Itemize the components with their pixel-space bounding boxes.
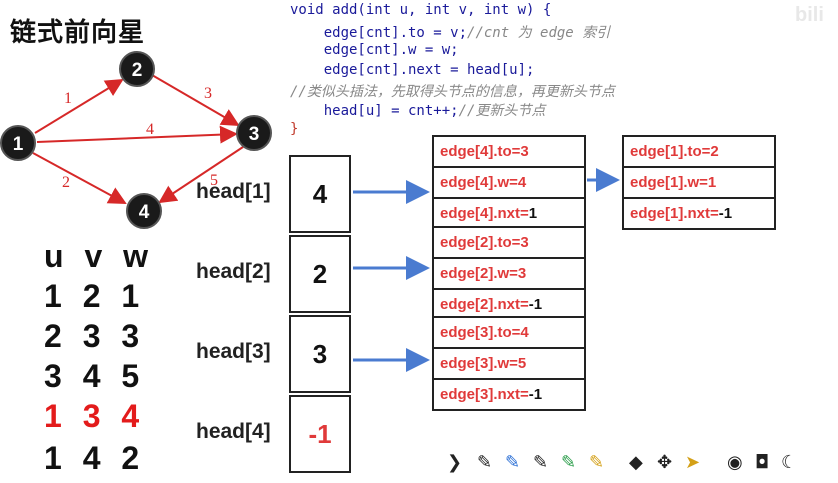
- highlighter-icon[interactable]: ✎: [589, 452, 605, 473]
- edge-field-to: edge[1].to=2: [624, 137, 774, 168]
- code-line-4: edge[cnt].next = head[u];: [290, 62, 535, 78]
- edge-1-2: [34, 78, 124, 134]
- edge-node-4: edge[4].to=3 edge[4].w=4 edge[4].nxt=1: [432, 135, 586, 230]
- edge-field-to: edge[3].to=4: [434, 318, 584, 349]
- pen-icon[interactable]: ✎: [477, 452, 493, 473]
- uvw-row: 1 4 2: [44, 440, 146, 476]
- uvw-row: 1 2 1: [44, 278, 146, 314]
- edge-field-to: edge[4].to=3: [434, 137, 584, 168]
- edge-node-3: edge[3].to=4 edge[3].w=5 edge[3].nxt=-1: [432, 316, 586, 411]
- node-1: 1: [0, 125, 36, 161]
- node-3: 3: [236, 115, 272, 151]
- edge-field-nxt: edge[3].nxt=-1: [440, 386, 543, 403]
- move-icon[interactable]: ✥: [657, 452, 673, 473]
- head-label: head[2]: [196, 260, 271, 283]
- code-line-7: }: [290, 121, 299, 137]
- head-cell: 2: [289, 235, 351, 313]
- camera-icon[interactable]: ◘: [755, 452, 770, 473]
- node-4: 4: [126, 193, 162, 229]
- edge-1-3: [36, 125, 238, 144]
- code-line-2: edge[cnt].to = v;//cnt 为 edge 索引: [290, 22, 610, 42]
- pen-green-icon[interactable]: ✎: [561, 452, 577, 473]
- edge-field-w: edge[1].w=1: [624, 168, 774, 199]
- svg-text:1: 1: [13, 134, 24, 155]
- head-label: head[4]: [196, 420, 271, 443]
- pen-thin-icon[interactable]: ✎: [533, 452, 549, 473]
- code-line-6: head[u] = cnt++;//更新头节点: [290, 100, 546, 120]
- edge-label-1-3: 4: [146, 121, 154, 138]
- edge-label-1-4: 2: [62, 174, 70, 191]
- uvw-row-highlighted: 1 3 4: [44, 398, 146, 434]
- code-line-5: //类似头插法，先取得头节点的信息，再更新头节点: [290, 84, 615, 100]
- code-comment: //cnt 为 edge 索引: [467, 25, 611, 41]
- edge-field-w: edge[3].w=5: [434, 349, 584, 380]
- node-2: 2: [119, 51, 155, 87]
- edge-field-nxt: edge[2].nxt=-1: [440, 296, 543, 313]
- code-text: head[u] = cnt++;: [290, 103, 459, 119]
- edge-field-nxt: edge[4].nxt=1: [440, 205, 538, 222]
- edge-label-2-3: 3: [204, 85, 212, 102]
- graph-diagram: 1 3 4 2 5 1 2 3 4: [0, 51, 272, 229]
- eye-icon[interactable]: ◉: [727, 452, 743, 473]
- page-title: 链式前向星: [10, 18, 146, 48]
- head-cell: 4: [289, 155, 351, 233]
- edge-label-3-4: 5: [210, 172, 218, 189]
- svg-text:4: 4: [139, 202, 150, 223]
- edge-field-w: edge[2].w=3: [434, 259, 584, 290]
- edge-field-to: edge[2].to=3: [434, 228, 584, 259]
- code-line-1: void add(int u, int v, int w) {: [290, 2, 552, 18]
- edge-3-4: [158, 146, 244, 204]
- head-label: head[3]: [196, 340, 271, 363]
- uvw-row: 2 3 3: [44, 318, 146, 354]
- edge-field-w: edge[4].w=4: [434, 168, 584, 199]
- svg-text:2: 2: [132, 60, 143, 81]
- pointer-icon[interactable]: ➤: [685, 452, 701, 473]
- edge-1-4: [32, 152, 127, 204]
- eraser-icon[interactable]: ◆: [629, 452, 643, 473]
- pen-blue-icon[interactable]: ✎: [505, 452, 521, 473]
- svg-text:3: 3: [249, 124, 260, 145]
- watermark-logo: bili: [795, 4, 824, 26]
- chevron-right-icon[interactable]: ❯: [447, 452, 463, 473]
- head-cell: 3: [289, 315, 351, 393]
- head-cell: -1: [289, 395, 351, 473]
- edge-field-nxt: edge[1].nxt=-1: [630, 205, 733, 222]
- head-label: head[1]: [196, 180, 271, 203]
- code-comment: //更新头节点: [458, 103, 546, 119]
- uvw-header: u v w: [44, 238, 155, 274]
- edge-label-1-2: 1: [64, 90, 72, 107]
- edge-2-3: [151, 74, 240, 127]
- code-line-3: edge[cnt].w = w;: [290, 42, 459, 58]
- edge-node-2: edge[2].to=3 edge[2].w=3 edge[2].nxt=-1: [432, 226, 586, 321]
- edge-node-1: edge[1].to=2 edge[1].w=1 edge[1].nxt=-1: [622, 135, 776, 230]
- annotation-toolbar: ❯ ✎ ✎ ✎ ✎ ✎ ◆ ✥ ➤ ◉ ◘ ☾: [445, 452, 805, 478]
- uvw-row: 3 4 5: [44, 358, 146, 394]
- code-text: edge[cnt].to = v;: [290, 25, 468, 41]
- moon-icon[interactable]: ☾: [781, 452, 798, 473]
